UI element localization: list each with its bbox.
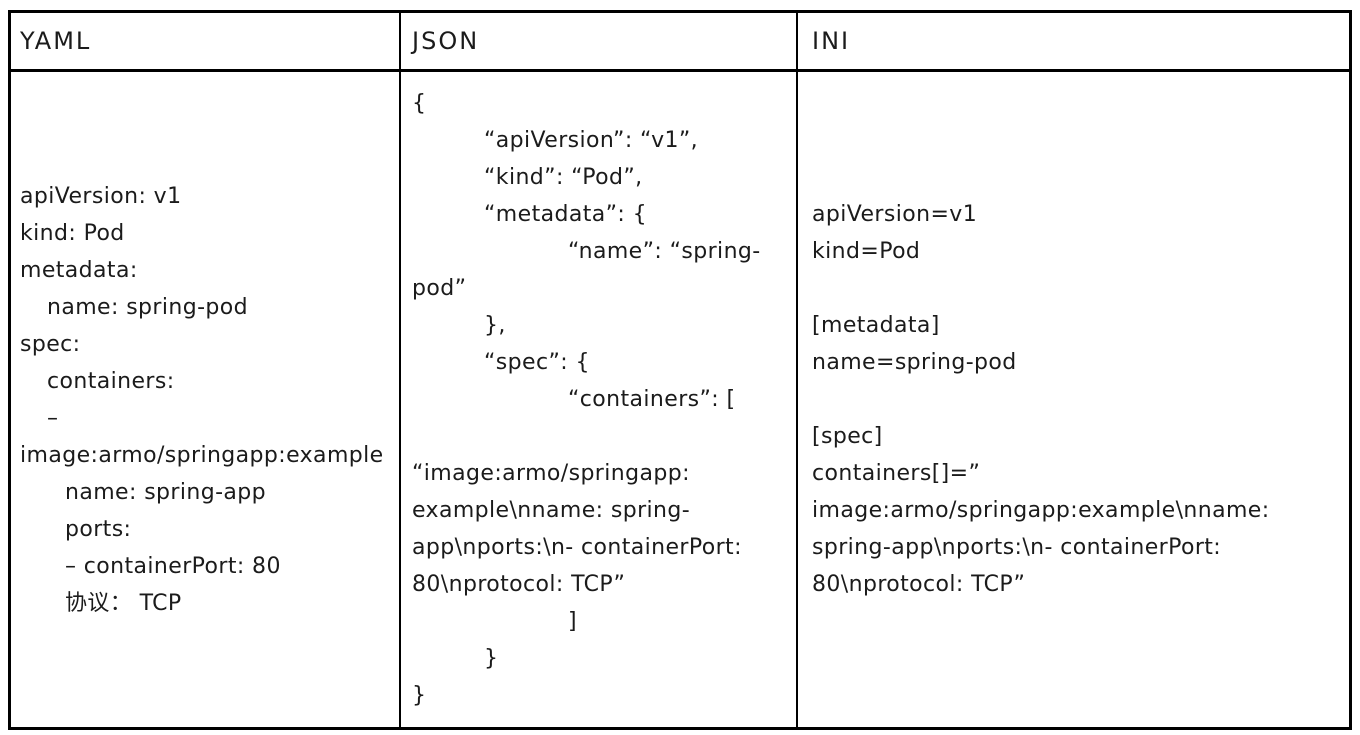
code-line: image:armo/springapp:example <box>20 442 384 468</box>
code-line: name: spring-app <box>65 479 267 505</box>
code-line: “image:armo/springapp: <box>412 461 690 486</box>
column-header-json: JSON <box>399 13 796 69</box>
code-line: “kind”: “Pod”, <box>484 165 643 190</box>
code-line: 80\nprotocol: TCP” <box>412 572 626 597</box>
code-line: 协议： TCP <box>65 590 182 616</box>
code-line: “apiVersion”: “v1”, <box>484 128 699 153</box>
code-line: containers: <box>47 368 175 394</box>
code-line: kind=Pod <box>812 239 921 264</box>
code-line: ports: <box>65 516 132 542</box>
code-line: } <box>412 683 427 708</box>
code-line: spec: <box>20 331 81 357</box>
code-line: name=spring-pod <box>812 350 1017 375</box>
code-line: “metadata”: { <box>484 202 648 227</box>
ini-code-block: apiVersion=v1 kind=Pod [metadata] name=spr… <box>812 196 1345 603</box>
code-line <box>812 270 1345 307</box>
code-line: 80\nprotocol: TCP” <box>812 572 1026 597</box>
format-comparison-table: YAML JSON INI apiVersion: v1 kind: Pod met… <box>8 10 1352 730</box>
code-line: { <box>412 91 427 116</box>
code-line: [metadata] <box>812 313 940 338</box>
column-header-yaml: YAML <box>20 27 92 55</box>
code-line: app\nports:\n- containerPort: <box>412 535 742 560</box>
yaml-code-cell: apiVersion: v1 kind: Pod metadata: name: sp… <box>11 72 399 727</box>
code-line: “spec”: { <box>484 350 590 375</box>
json-code-cell: { “apiVersion”: “v1”, “kind”: “Pod”, “metad… <box>399 72 796 727</box>
code-line: “containers”: [ <box>568 387 736 412</box>
code-line: kind: Pod <box>20 220 125 246</box>
ini-code-cell: apiVersion=v1 kind=Pod [metadata] name=spr… <box>796 72 1349 727</box>
code-line: [spec] <box>812 424 883 449</box>
code-line: apiVersion=v1 <box>812 202 978 227</box>
code-line: apiVersion: v1 <box>20 183 182 209</box>
code-line: name: spring-pod <box>47 294 249 320</box>
code-line: – <box>47 405 59 431</box>
code-line: – containerPort: 80 <box>65 553 281 579</box>
code-line: pod” <box>412 276 467 301</box>
code-line: spring-app\nports:\n- containerPort: <box>812 535 1222 560</box>
code-line: }, <box>484 313 506 338</box>
code-line <box>812 381 1345 418</box>
code-line: } <box>484 646 499 671</box>
code-line <box>412 418 792 455</box>
code-line: ] <box>568 609 577 634</box>
column-header-ini: INI <box>796 13 1349 69</box>
table-header-row: YAML JSON INI <box>11 13 1349 72</box>
code-line: “name”: “spring- <box>568 239 761 264</box>
code-line: image:armo/springapp:example\nname: <box>812 498 1270 523</box>
table-body-row: apiVersion: v1 kind: Pod metadata: name: sp… <box>11 72 1349 727</box>
code-line: containers[]=” <box>812 461 981 486</box>
code-line: example\nname: spring- <box>412 498 691 523</box>
yaml-code-block: apiVersion: v1 kind: Pod metadata: name: sp… <box>20 178 395 622</box>
code-line: metadata: <box>20 257 138 283</box>
json-code-block: { “apiVersion”: “v1”, “kind”: “Pod”, “metad… <box>412 85 792 714</box>
